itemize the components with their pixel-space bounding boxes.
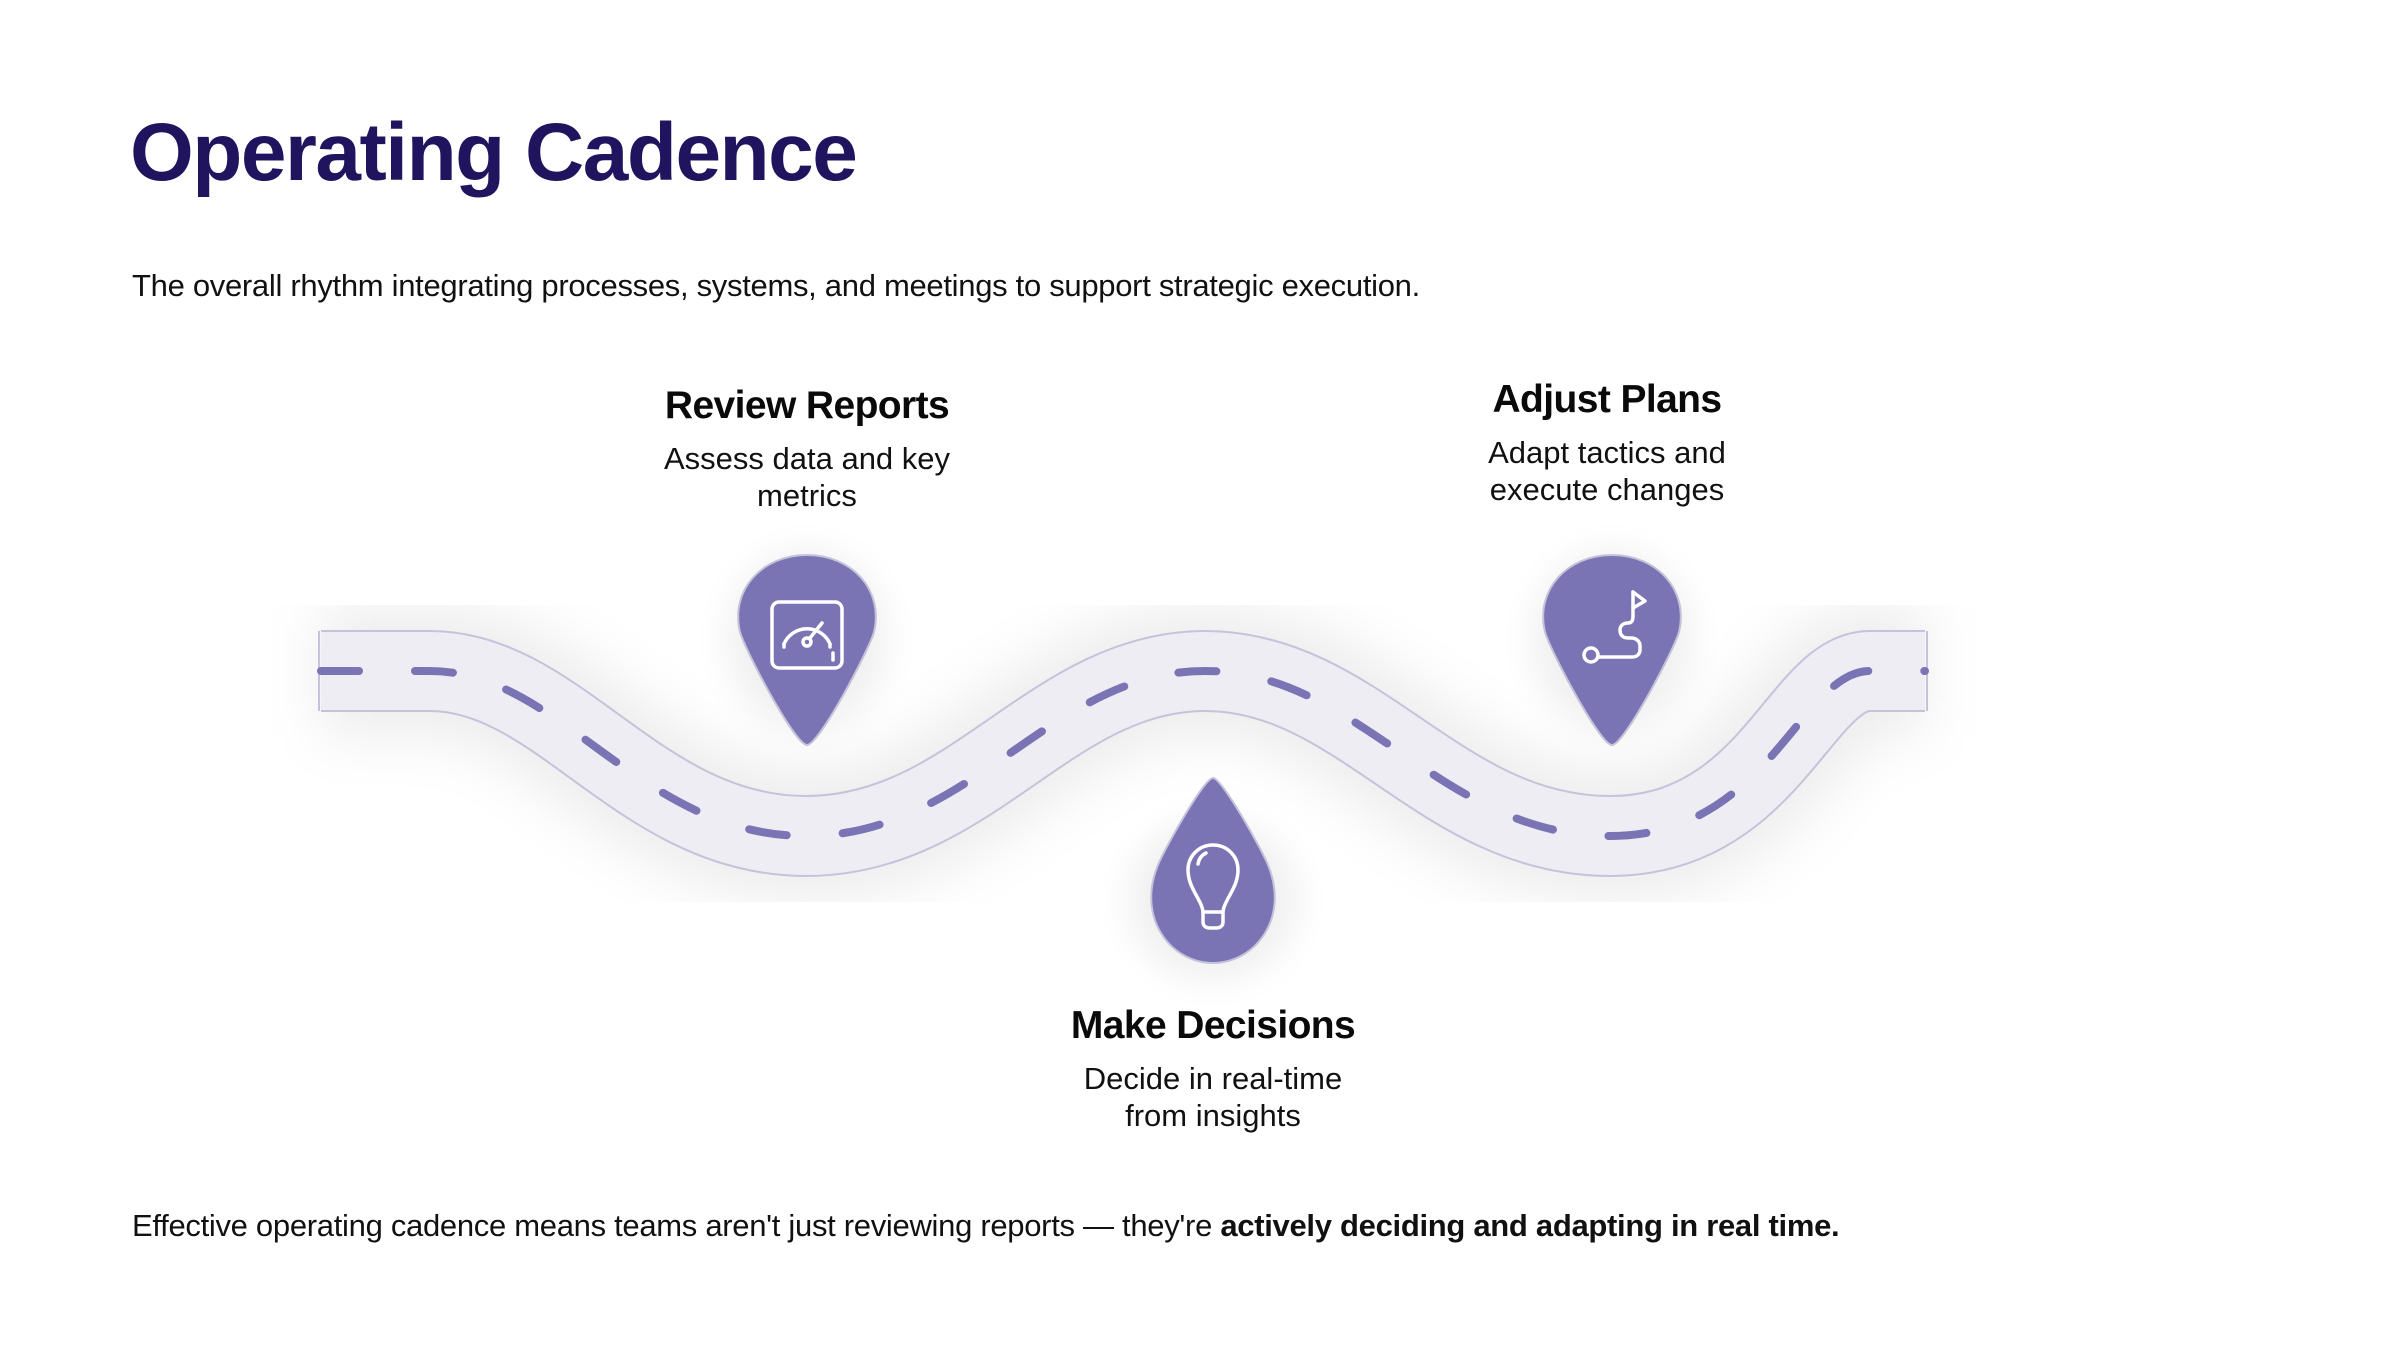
step-heading: Make Decisions [1070,1004,1356,1047]
drop-pin-shape [1150,776,1276,965]
step-description: Adapt tactics and execute changes [1447,434,1767,508]
step-description-line: execute changes [1489,471,1725,507]
step-description-line: metrics [757,477,857,513]
page-subtitle: The overall rhythm integrating processes… [132,268,1420,303]
step-description-line: Decide in real-time [1083,1060,1343,1096]
lightbulb-icon [1186,843,1240,930]
step-description: Decide in real-time from insights [1053,1060,1373,1134]
footer-text: Effective operating cadence means teams … [132,1208,1221,1243]
footer-note: Effective operating cadence means teams … [132,1208,1840,1244]
step-description: Assess data and key metrics [647,440,967,514]
road-center-dashes [317,666,1929,841]
speedometer-icon [770,600,844,670]
map-pin-shape [1542,553,1682,747]
page-title: Operating Cadence [130,107,858,198]
pin-adjust-plans[interactable] [1532,550,1692,747]
route-flag-icon [1582,590,1647,664]
pin-review-reports[interactable] [727,550,887,747]
pin-make-decisions[interactable] [1128,776,1298,980]
step-adjust-plans: Adjust Plans Adapt tactics and execute c… [1397,377,1817,508]
step-heading: Review Reports [664,384,950,427]
step-heading: Adjust Plans [1492,378,1722,421]
step-description-line: from insights [1125,1097,1301,1133]
step-review-reports: Review Reports Assess data and key metri… [597,383,1017,514]
footer-emphasis: actively deciding and adapting in real t… [1220,1208,1840,1243]
step-make-decisions: Make Decisions Decide in real-time from … [1003,1003,1423,1134]
map-pin-shape [737,553,877,747]
step-description-line: Assess data and key [663,440,951,476]
step-description-line: Adapt tactics and [1488,434,1726,470]
